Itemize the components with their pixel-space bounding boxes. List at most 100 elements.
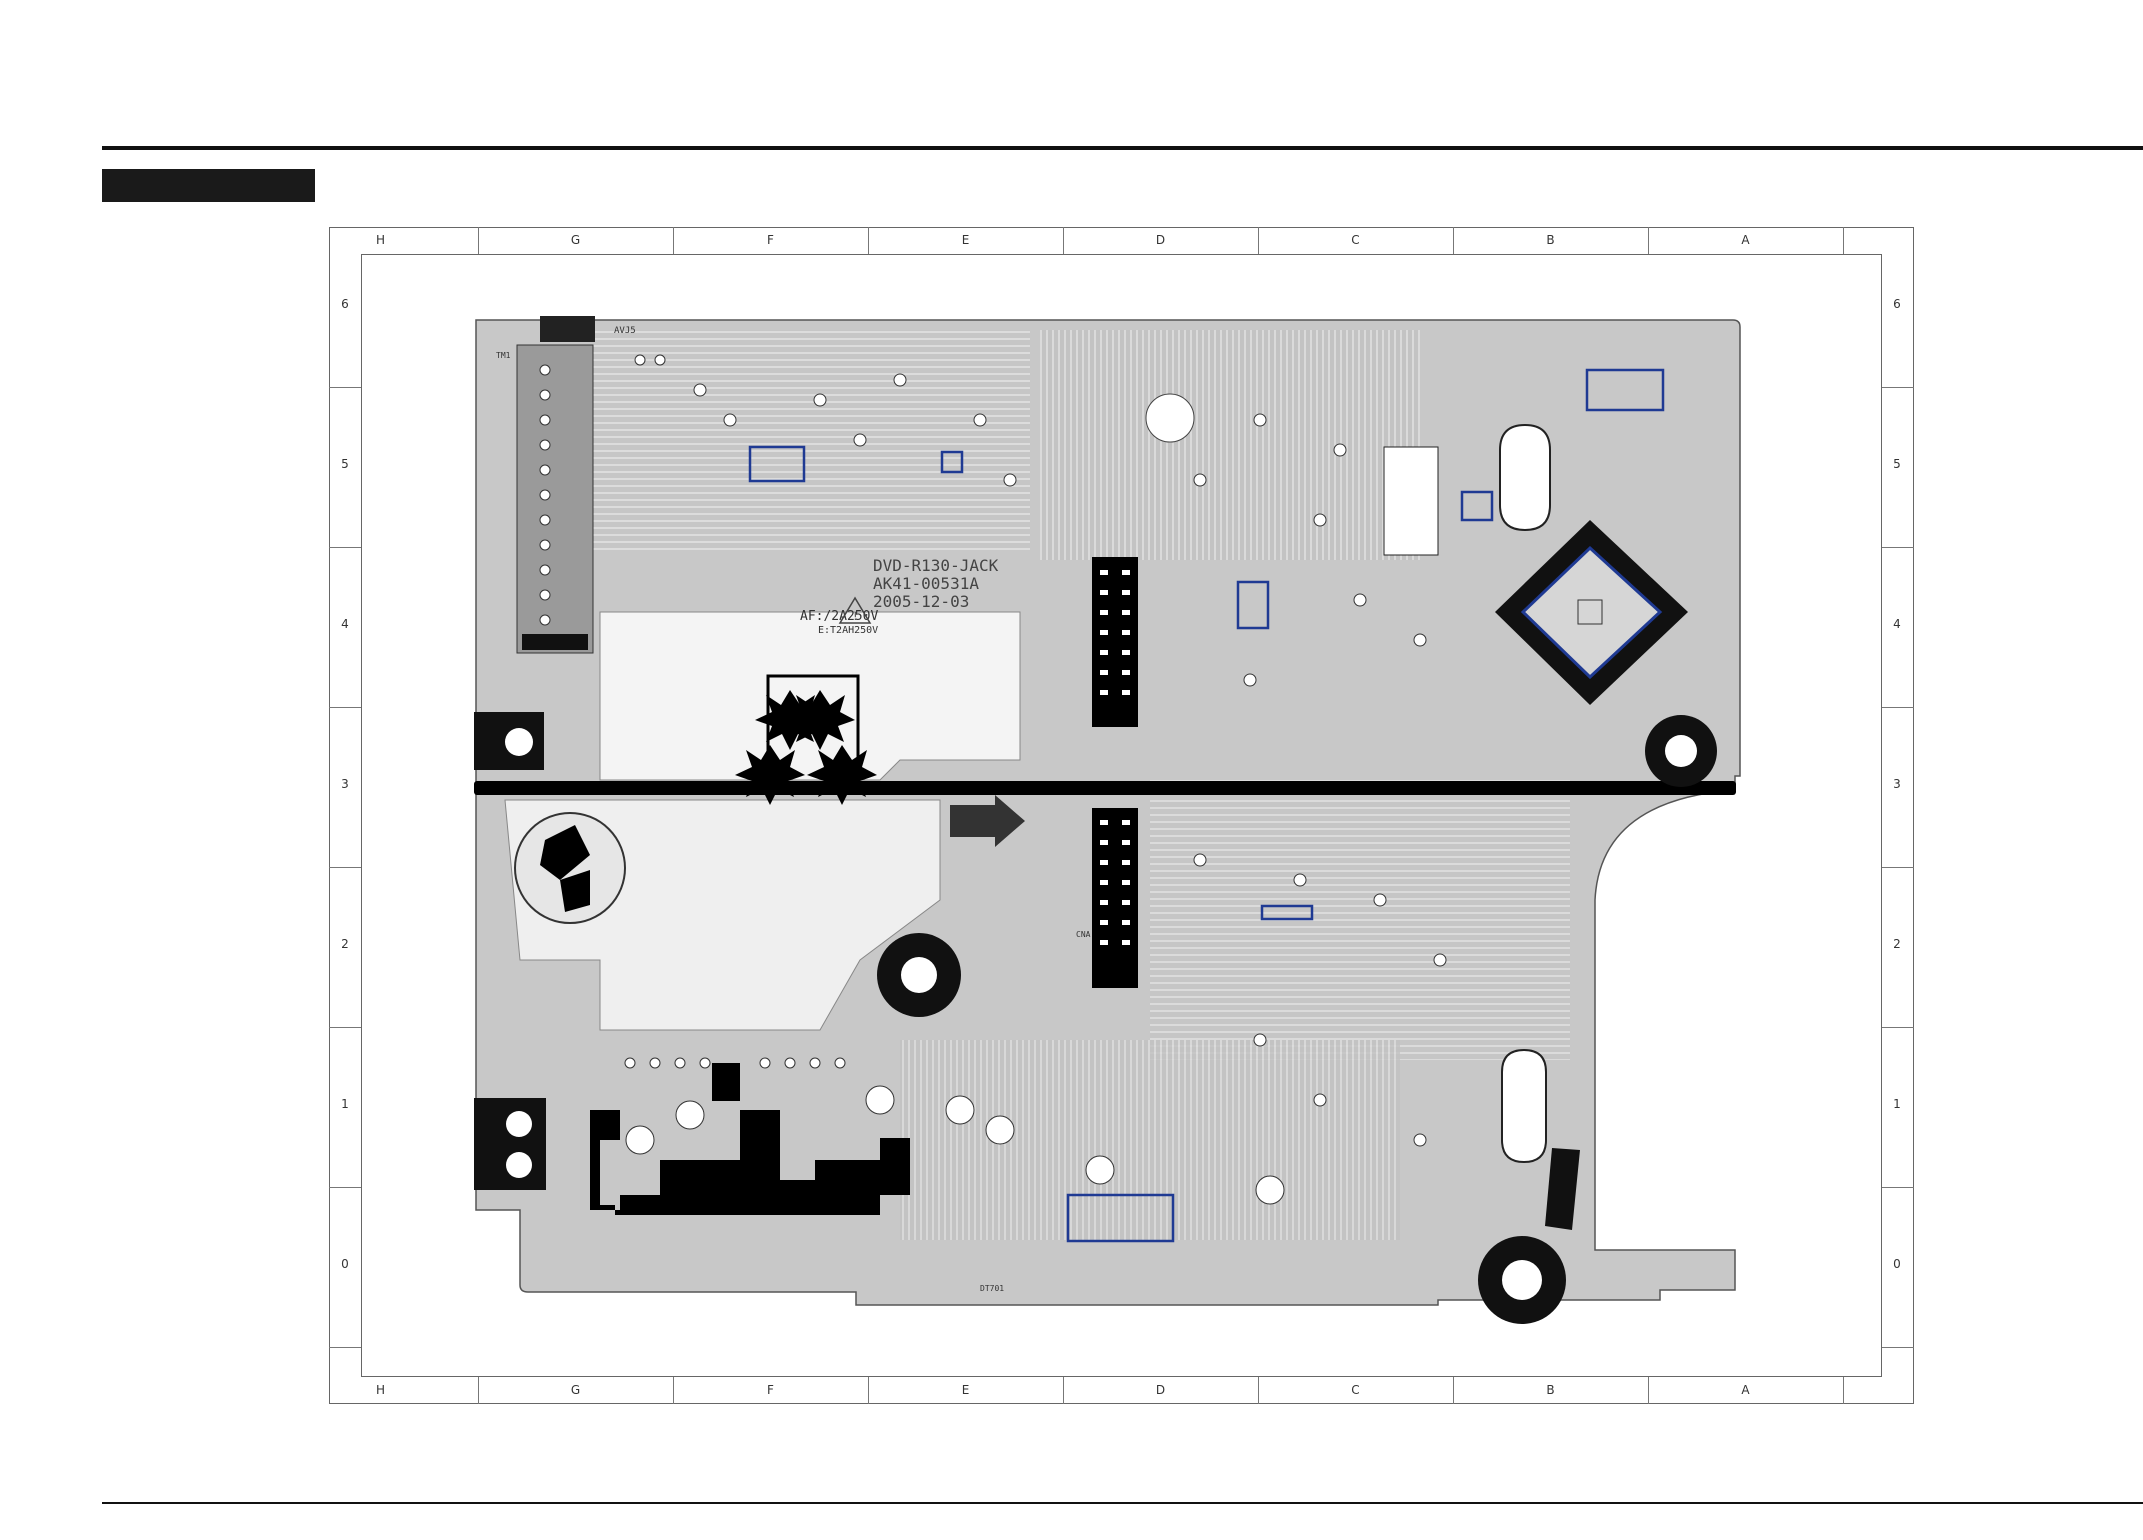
grid-tick — [1648, 227, 1649, 254]
trace-region — [900, 1040, 1400, 1240]
row-label: 6 — [1893, 297, 1901, 311]
connector-tab — [522, 634, 588, 650]
grid-tick — [673, 1377, 674, 1404]
grid-tick — [478, 1377, 479, 1404]
main-qfp-ic — [1495, 520, 1688, 705]
column-label: G — [570, 1383, 581, 1397]
trace-region — [590, 330, 1030, 550]
grid-tick — [329, 867, 361, 868]
transformer-frame — [766, 674, 860, 790]
column-label: D — [1155, 233, 1166, 247]
row-label: 5 — [1893, 457, 1901, 471]
fuse-marking-1: AF:/2A250V — [800, 609, 878, 624]
pad-row — [624, 1057, 846, 1069]
grid-tick — [1063, 1377, 1064, 1404]
column-label: D — [1155, 1383, 1166, 1397]
row-label: 1 — [1893, 1097, 1901, 1111]
drawing-frame-outer — [329, 227, 1914, 1404]
column-label: H — [375, 233, 386, 247]
row-label: 2 — [1893, 937, 1901, 951]
connector-tab — [540, 316, 595, 342]
row-label: 0 — [341, 1257, 349, 1271]
grid-tick — [1882, 707, 1914, 708]
grid-tick — [329, 1027, 361, 1028]
row-label: 5 — [341, 457, 349, 471]
grid-tick — [1258, 1377, 1259, 1404]
silkscreen-line-2: AK41-00531A — [873, 574, 979, 593]
ring-hole-center — [1502, 1260, 1542, 1300]
grid-tick — [1453, 227, 1454, 254]
row-label: 3 — [1893, 777, 1901, 791]
header-connector-lower — [1092, 808, 1138, 988]
fuse-marking-2: E:T2AH250V — [818, 625, 878, 636]
left-connector — [516, 344, 594, 654]
column-label: B — [1546, 233, 1555, 247]
column-label: E — [961, 233, 970, 247]
tm-label: TM1 — [496, 351, 511, 360]
row-label: 1 — [341, 1097, 349, 1111]
grid-tick — [673, 227, 674, 254]
grid-tick — [1843, 1377, 1844, 1404]
trace-region — [1150, 780, 1570, 1060]
power-trace — [712, 1063, 740, 1101]
column-label: G — [570, 233, 581, 247]
row-label: 3 — [341, 777, 349, 791]
grid-tick — [329, 1187, 361, 1188]
column-label: H — [375, 1383, 386, 1397]
row-label: 2 — [341, 937, 349, 951]
grid-tick — [1882, 387, 1914, 388]
header-rule — [102, 146, 2143, 150]
column-label: A — [1741, 1383, 1750, 1397]
row-label: 6 — [341, 297, 349, 311]
silkscreen-line-1: DVD-R130-JACK — [873, 556, 999, 575]
footer-rule — [102, 1502, 2143, 1504]
highlighted-chips — [748, 368, 1665, 1243]
header-pins — [1100, 570, 1130, 945]
grid-tick — [1882, 1187, 1914, 1188]
grid-tick — [868, 1377, 869, 1404]
flow-arrow — [950, 795, 1025, 847]
component-pads — [625, 354, 1447, 1205]
column-label: F — [767, 1383, 774, 1397]
warning-triangle-icon — [838, 596, 872, 624]
row-label: 0 — [1893, 1257, 1901, 1271]
section-label-bar — [102, 169, 315, 202]
dt-label: DT701 — [980, 1284, 1004, 1293]
power-trace — [560, 1110, 910, 1215]
grid-tick — [1648, 1377, 1649, 1404]
ring-hole-center — [1665, 735, 1697, 767]
grid-tick — [868, 227, 869, 254]
warning-mark: ! — [852, 610, 859, 623]
screw-holes — [505, 728, 533, 1178]
board-split-bar — [474, 781, 1736, 795]
silkscreen-line-3: 2005-12-03 — [873, 592, 969, 611]
jack-label: AVJ5 — [614, 326, 636, 336]
grid-tick — [1882, 547, 1914, 548]
grid-tick — [1258, 227, 1259, 254]
board-hole — [1145, 393, 1195, 443]
capacitor-mark — [540, 825, 590, 880]
column-label: E — [961, 1383, 970, 1397]
grid-tick — [329, 387, 361, 388]
capacitor-mark — [560, 870, 590, 912]
header-connector-upper — [1092, 557, 1138, 727]
ring-hole-center — [901, 957, 937, 993]
connector-pins — [539, 364, 551, 626]
clip-slots — [1499, 423, 1551, 1164]
row-label: 4 — [341, 617, 349, 631]
cna-label: CNA — [1076, 930, 1091, 939]
grid-tick — [478, 227, 479, 254]
grid-tick — [1882, 1347, 1914, 1348]
grid-tick — [1882, 867, 1914, 868]
inductor-block — [1383, 446, 1439, 556]
power-area — [599, 611, 1021, 781]
row-label: 4 — [1893, 617, 1901, 631]
grid-tick — [1063, 227, 1064, 254]
bottom-connector — [1545, 1148, 1580, 1230]
grid-tick — [329, 707, 361, 708]
column-label: A — [1741, 233, 1750, 247]
column-label: C — [1351, 233, 1360, 247]
grid-tick — [329, 1347, 361, 1348]
trace-region — [1040, 330, 1420, 560]
